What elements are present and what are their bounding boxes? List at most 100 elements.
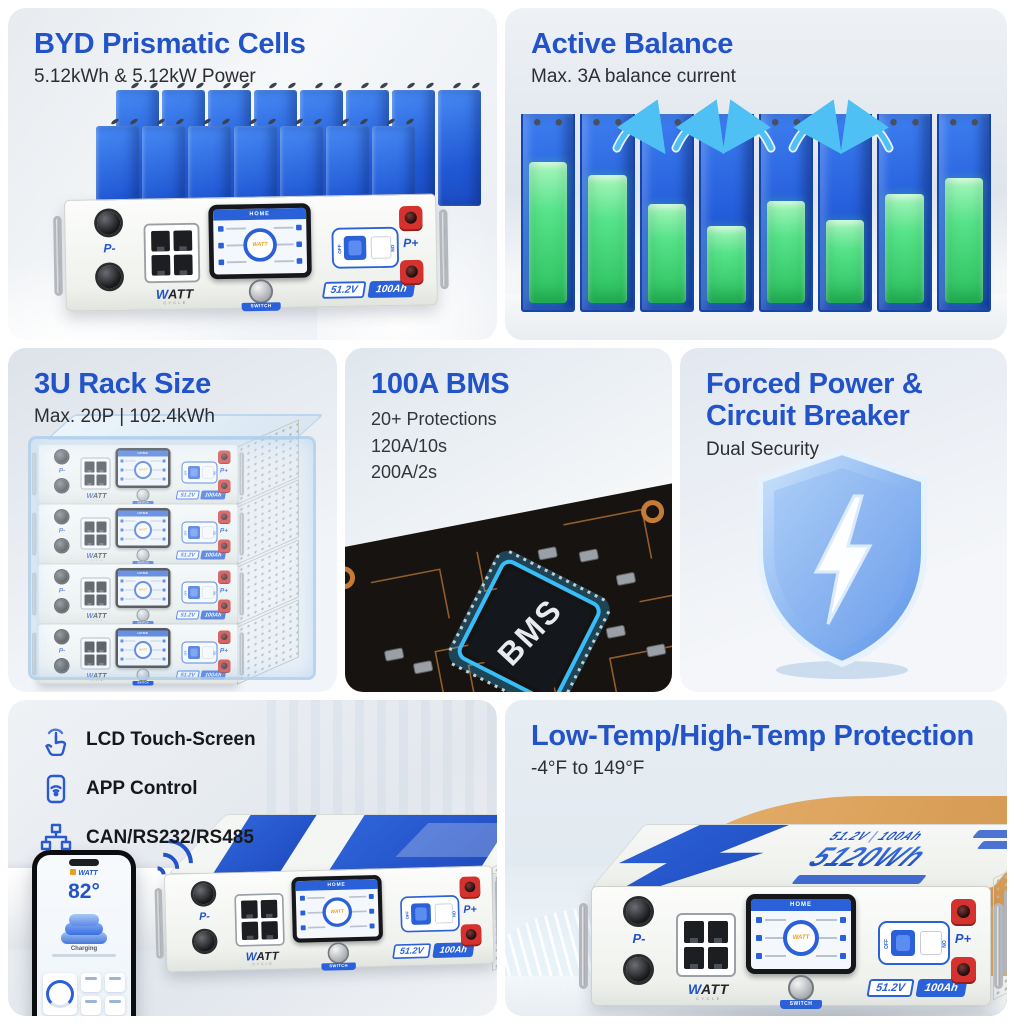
- rack-handle: [994, 903, 1003, 989]
- battery-unit: P- HOME WATT SWITCH OFF: [32, 564, 244, 626]
- panel-subtitle: Max. 20P | 102.4kWh: [34, 406, 215, 428]
- rack-handle: [32, 572, 37, 616]
- balance-arrows: [612, 99, 894, 155]
- ethernet-port-icon: [684, 947, 704, 969]
- panel-connectivity: LCD Touch-Screen APP Control CAN: [8, 700, 497, 1016]
- app-brand-logo: WATT: [37, 869, 131, 877]
- negative-terminal-label: P-: [103, 240, 116, 256]
- lcd-menu-item: [350, 923, 375, 929]
- battery-top-text: 51.2V|100Ah 5120Wh: [791, 829, 965, 884]
- negative-terminal-label: P-: [58, 646, 66, 655]
- rack-handle: [239, 632, 244, 676]
- negative-terminal: [55, 599, 68, 612]
- panel-title: 3U Rack Size: [34, 368, 211, 400]
- voltage-badge: 51.2V: [175, 490, 200, 500]
- panel-subtitle: Dual Security: [706, 438, 819, 460]
- battery-cell: [936, 114, 992, 312]
- cell-charge-fill: [766, 201, 805, 303]
- breaker-on-label: ON: [939, 940, 946, 948]
- positive-terminal: [218, 570, 231, 583]
- breaker-on-label: ON: [450, 910, 456, 918]
- cell-charge-fill: [825, 220, 865, 303]
- rating-badge: 51.2V 100Ah: [175, 550, 227, 560]
- power-switch-button: [248, 279, 274, 304]
- ethernet-port-icon: [708, 921, 728, 943]
- switch-label: SWITCH: [321, 962, 356, 971]
- ethernet-port-icon: [96, 641, 107, 653]
- lcd-touchscreen: HOME WATT: [208, 203, 312, 280]
- bms-spec-line: 20+ Protections: [371, 409, 497, 430]
- panel-rack-size: 3U Rack Size Max. 20P | 102.4kWh P- HOME: [8, 348, 337, 692]
- lcd-menu-item: [756, 917, 786, 923]
- lcd-menu-item: [150, 459, 166, 463]
- cell-charge-fill: [588, 175, 627, 303]
- ethernet-port-icon: [84, 654, 95, 666]
- ethernet-port-icon: [84, 581, 95, 593]
- lcd-home-header: HOME: [212, 207, 307, 221]
- breaker-toggle: [891, 930, 915, 956]
- lcd-menu-item: [120, 459, 136, 463]
- positive-terminal: [459, 876, 481, 898]
- circuit-breaker: OFF ON: [181, 461, 218, 484]
- breaker-on-label: ON: [212, 531, 216, 535]
- feature-row: APP Control: [40, 773, 256, 805]
- lcd-soc-ring: WATT: [134, 581, 152, 600]
- battery-front-panel: P- HOME WATT SWITCH OFF: [32, 564, 244, 626]
- ethernet-port-icon: [96, 594, 107, 606]
- negative-terminal: [626, 957, 651, 982]
- ethernet-port-icon: [84, 594, 95, 606]
- negative-terminal: [626, 899, 651, 924]
- brand-logo: WATT: [86, 671, 107, 680]
- balance-arrow-icon: [722, 99, 774, 155]
- lcd-home-header: HOME: [118, 510, 168, 517]
- lcd-menu-item: [274, 225, 302, 231]
- lcd-menu-item: [120, 477, 136, 481]
- brand-logo-sub: CYCLE: [163, 300, 188, 306]
- breaker-on-label: ON: [212, 471, 216, 475]
- balance-arrow-icon: [790, 99, 842, 155]
- app-cards: [43, 973, 125, 1015]
- circuit-breaker: OFF ON: [331, 226, 400, 269]
- lcd-home-header: HOME: [118, 630, 168, 637]
- feature-list: LCD Touch-Screen APP Control CAN: [40, 724, 256, 871]
- panel-temp-protection: Low-Temp/High-Temp Protection -4°F to 14…: [505, 700, 1007, 1016]
- voltage-badge: 51.2V: [175, 610, 200, 620]
- voltage-badge: 51.2V: [866, 979, 915, 997]
- power-switch-button: [136, 668, 150, 682]
- ethernet-port-icon: [241, 921, 259, 941]
- bms-spec-line: 200A/2s: [371, 461, 438, 482]
- rack-unit: P- HOME WATT SWITCH OFF: [32, 599, 299, 686]
- voltage-badge: 51.2V: [175, 550, 200, 560]
- app-status: Charging: [70, 946, 98, 952]
- ethernet-port-icon: [84, 474, 95, 486]
- battery-shadow: [603, 1004, 1007, 1016]
- network-icon: [40, 823, 72, 851]
- lcd-touchscreen: HOME WATT: [115, 448, 171, 488]
- brand-logo: WATT: [86, 491, 107, 500]
- panel-title: BYD Prismatic Cells: [34, 28, 306, 60]
- breaker-toggle: [410, 903, 432, 925]
- breaker-on-label: ON: [212, 591, 216, 595]
- ethernet-port-icon: [151, 254, 171, 276]
- rack-handle: [239, 452, 244, 496]
- lcd-menu-item: [756, 953, 786, 959]
- lcd-menu-item: [218, 226, 246, 232]
- lcd-touchscreen: HOME WATT: [115, 568, 171, 608]
- battery-front-panel: P- HOME WATT SWITCH OFF: [32, 624, 244, 686]
- app-gauge-card: [43, 973, 77, 1015]
- feature-row: LCD Touch-Screen: [40, 724, 256, 756]
- circuit-breaker: OFF ON: [181, 641, 218, 664]
- ethernet-ports: [676, 913, 736, 977]
- ethernet-port-icon: [96, 521, 107, 533]
- lcd-soc-ring: WATT: [134, 641, 152, 660]
- voltage-badge: 51.2V: [175, 670, 200, 680]
- lcd-home-header: HOME: [118, 570, 168, 577]
- panel-active-balance: Active Balance Max. 3A balance current: [505, 8, 1007, 340]
- breaker-off-label: OFF: [884, 939, 890, 949]
- breaker-toggle: [188, 526, 200, 539]
- negative-terminal: [55, 659, 68, 672]
- battery-cell: [580, 114, 636, 312]
- feature-row: CAN/RS232/RS485: [40, 822, 256, 854]
- rack-handle: [32, 632, 37, 676]
